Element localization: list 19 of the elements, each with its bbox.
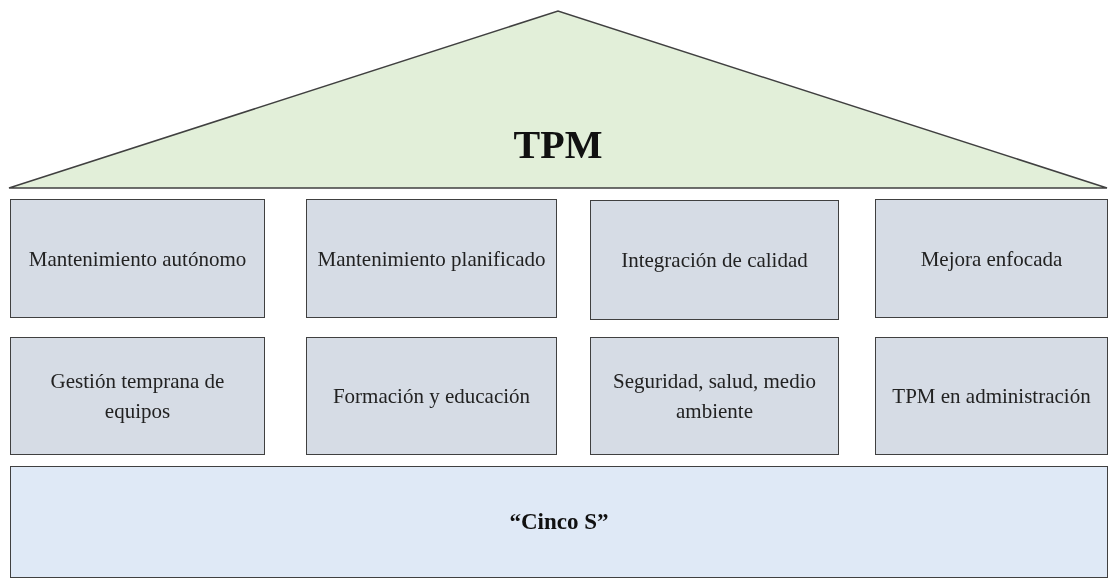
- pillar-label: Gestión temprana de equipos: [49, 368, 226, 425]
- roof-title: TPM: [513, 121, 603, 168]
- pillar-box: [875, 337, 1108, 455]
- pillar-box: [306, 337, 557, 455]
- pillar-box: [306, 199, 557, 318]
- foundation-label: “Cinco S”: [509, 509, 609, 535]
- pillar-box: [875, 199, 1108, 318]
- pillar-box: [590, 337, 839, 455]
- pillar-label: Seguridad, salud, medio ambiente: [612, 368, 817, 425]
- pillar-label: Integración de calidad: [621, 247, 808, 274]
- pillar-label: Mantenimiento autónomo: [28, 245, 247, 273]
- pillar-box: [10, 199, 265, 318]
- pillar-box: [10, 337, 265, 455]
- pillar-label: Mantenimiento planificado: [317, 245, 546, 273]
- pillar-box: [590, 200, 839, 320]
- pillar-label: Mejora enfocada: [920, 245, 1063, 273]
- pillar-label: Formación y educación: [332, 383, 531, 410]
- foundation-box: [10, 466, 1108, 578]
- pillar-label: TPM en administración: [892, 383, 1091, 410]
